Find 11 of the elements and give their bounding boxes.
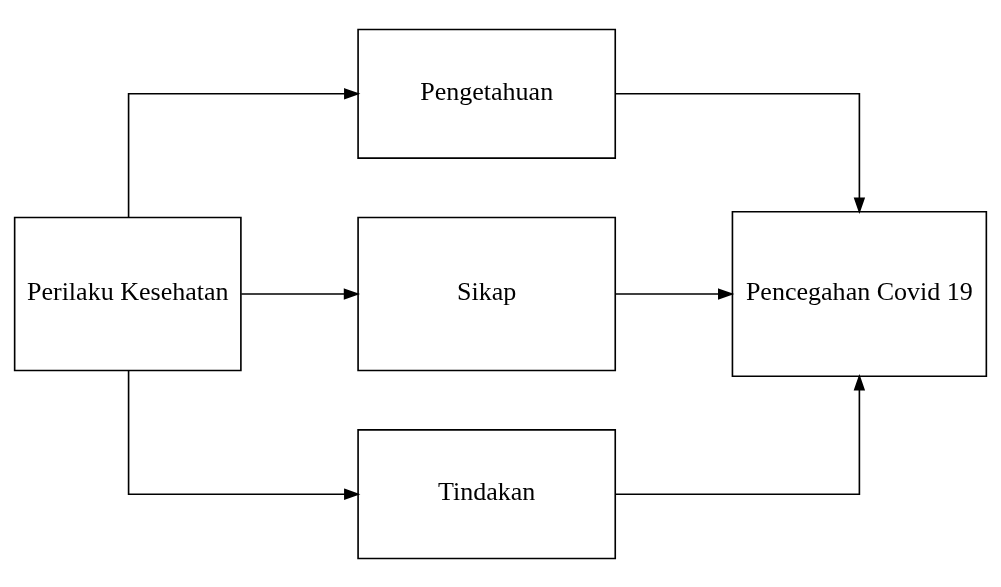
arrow — [614, 373, 866, 495]
arrow — [614, 287, 735, 300]
arrow — [127, 87, 361, 218]
node-box: Sikap — [357, 216, 617, 371]
node-box: Pencegahan Covid 19 — [731, 210, 988, 377]
arrow — [240, 287, 361, 300]
arrow — [614, 92, 866, 214]
node-box: Pengetahuan — [357, 28, 617, 159]
node-box: Perilaku Kesehatan — [13, 216, 242, 371]
arrow — [127, 369, 361, 500]
node-box: Tindakan — [357, 428, 617, 559]
